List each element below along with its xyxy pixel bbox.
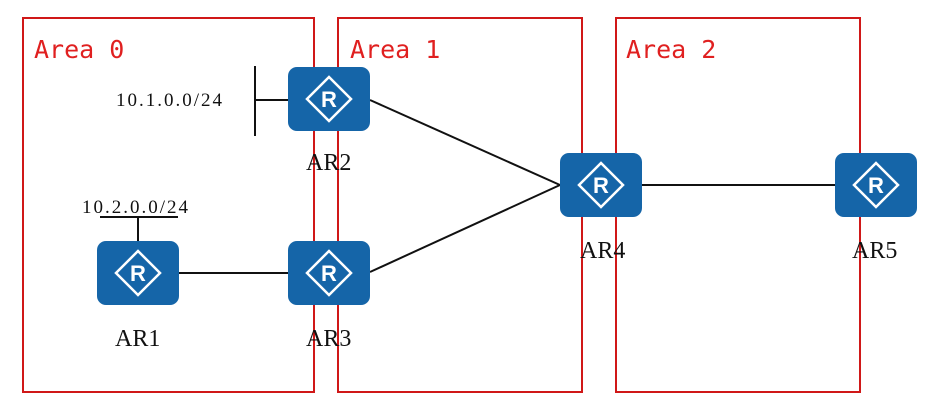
area-1-box: [337, 17, 583, 393]
router-ar5-label: AR5: [852, 238, 897, 264]
router-ar1-label: AR1: [115, 326, 160, 352]
router-ar5[interactable]: [833, 151, 919, 219]
router-icon: [833, 151, 919, 219]
area-0-box: [22, 17, 315, 393]
router-icon: [286, 239, 372, 307]
router-icon: [95, 239, 181, 307]
net2-label: 10.2.0.0/24: [82, 197, 190, 218]
router-ar3-label: AR3: [306, 326, 351, 352]
router-icon: [286, 65, 372, 133]
net1-label: 10.1.0.0/24: [116, 90, 224, 111]
link-ar3-ar4: [369, 184, 561, 273]
router-ar2-label: AR2: [306, 150, 351, 176]
area-1-label: Area 1: [350, 35, 440, 64]
router-ar2[interactable]: [286, 65, 372, 133]
router-ar4[interactable]: [558, 151, 644, 219]
link-ar2-ar4: [369, 99, 561, 186]
area-0-label: Area 0: [34, 35, 124, 64]
router-ar3[interactable]: [286, 239, 372, 307]
router-icon: [558, 151, 644, 219]
router-ar4-label: AR4: [580, 238, 625, 264]
area-2-box: [615, 17, 861, 393]
area-2-label: Area 2: [626, 35, 716, 64]
router-ar1[interactable]: [95, 239, 181, 307]
